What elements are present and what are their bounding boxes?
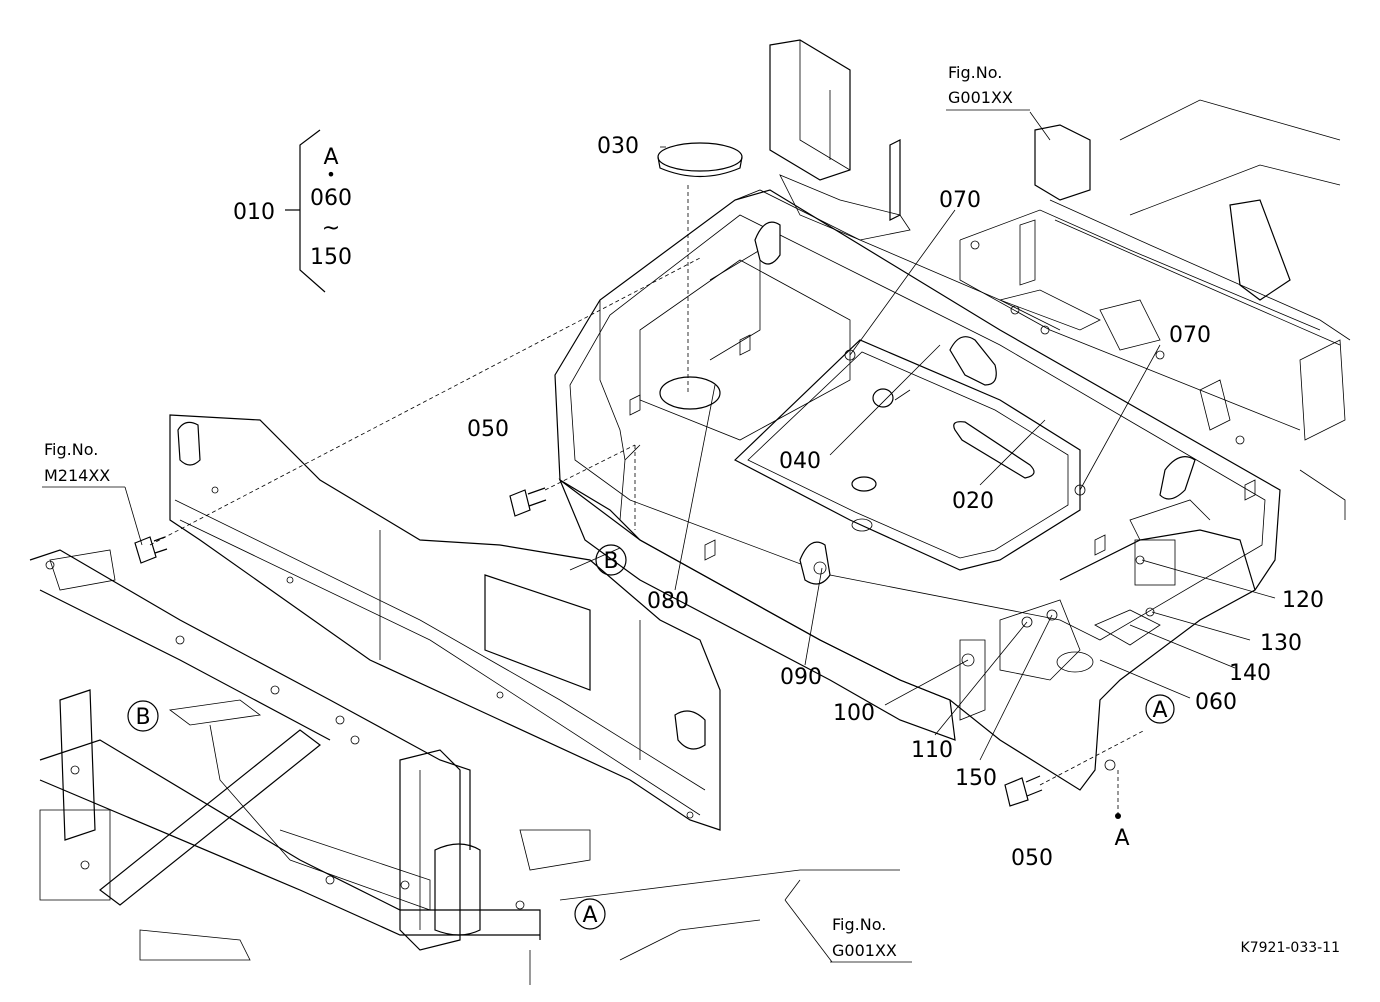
callout-060: 060 [1195,690,1237,715]
leader-lines [124,111,1276,963]
group-range-from: 060 [310,186,352,211]
bolt-050-lower [1004,775,1043,807]
fig-ref-left-label: Fig.No. [44,440,98,459]
fig-ref-left-number: M214XX [44,466,110,485]
callout-050-lower: 050 [1011,846,1053,871]
marker-a-right: A [1152,698,1167,723]
group-tilde: ~ [322,216,340,241]
marker-a-point-dot [1115,813,1121,819]
fig-ref-bottom: Fig.No. G001XX [830,915,912,963]
callout-100: 100 [833,701,875,726]
group-range-to: 150 [310,245,352,270]
callout-140: 140 [1229,661,1271,686]
marker-a-bottom: A [582,903,597,928]
group-bracket-010 [285,129,326,293]
deck-housing [554,142,1281,791]
fig-ref-left: Fig.No. M214XX [42,440,125,488]
group-top-label: A [323,145,338,170]
drawing-id: K7921-033-11 [1241,940,1340,956]
marker-b-left-circle [127,700,159,732]
callout-040: 040 [779,449,821,474]
callout-090: 090 [780,665,822,690]
callout-080: 080 [647,589,689,614]
side-panel [169,414,721,831]
fig-ref-top-right-label: Fig.No. [948,63,1002,82]
callout-070-upper: 070 [939,188,981,213]
marker-a-right-circle [1145,694,1175,724]
rear-uprights [734,39,1061,331]
callout-130: 130 [1260,631,1302,656]
lower-left-frame [29,549,900,985]
callout-120: 120 [1282,588,1324,613]
bolt-m214 [134,536,168,564]
dashed-leaders [149,185,1146,815]
marker-b-left: B [135,705,150,730]
callout-020: 020 [952,489,994,514]
marker-a-point: A [1114,826,1129,851]
callout-050-upper: 050 [467,417,509,442]
group-part-number: 010 [233,200,275,225]
right-frame [959,99,1351,520]
marker-b-right-circle [595,544,627,576]
callout-150: 150 [955,766,997,791]
marker-b-right: B [603,549,618,574]
fig-ref-bottom-number: G001XX [832,941,897,960]
callout-030: 030 [597,134,639,159]
fig-ref-bottom-label: Fig.No. [832,915,886,934]
bolt-050-upper [509,487,547,517]
fig-ref-top-right: Fig.No. G001XX [946,63,1030,111]
marker-a-bottom-circle [574,898,606,930]
group-dot: • [326,165,335,184]
callout-110: 110 [911,738,953,763]
callout-070-right: 070 [1169,323,1211,348]
fig-ref-top-right-number: G001XX [948,88,1013,107]
